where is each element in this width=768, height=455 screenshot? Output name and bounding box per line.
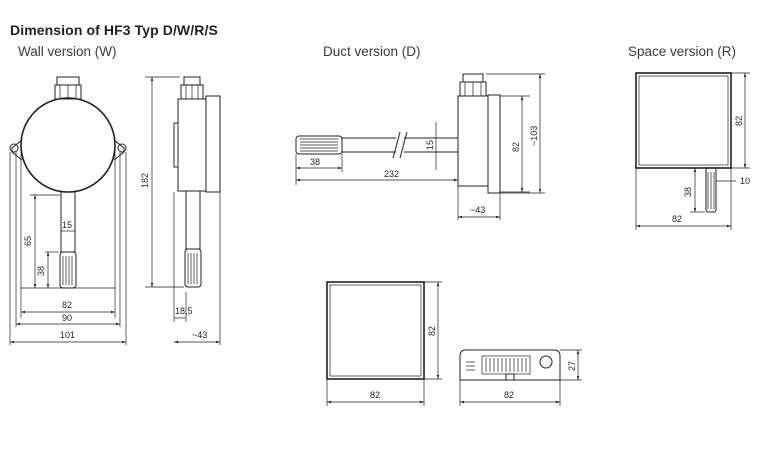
dim-wall-82: 82 — [62, 300, 72, 310]
surface-side-view: 27 82 — [459, 349, 582, 406]
dim-duct-103: ~103 — [529, 126, 539, 146]
dim-space-38: 38 — [683, 187, 693, 197]
space-version-label: Space version (R) — [628, 44, 737, 59]
dim-wall-18-5: 18,5 — [175, 306, 193, 316]
dim-duct-38: 38 — [310, 157, 320, 167]
dim-wall-182: 182 — [140, 173, 150, 188]
dim-wall-38: 38 — [36, 266, 46, 276]
duct-version-label: Duct version (D) — [323, 44, 421, 59]
dim-duct-82: 82 — [511, 142, 521, 152]
dim-wall-43: ~43 — [192, 330, 207, 340]
dim-surface-side-82: 82 — [504, 390, 514, 400]
wall-front-view: 15 65 38 82 90 101 — [9, 76, 127, 345]
surface-front-view: 82 82 — [326, 281, 442, 406]
wall-side-view: 182 18,5 ~43 — [140, 76, 221, 345]
dim-surface-27: 27 — [567, 361, 577, 371]
page-title: Dimension of HF3 Typ D/W/R/S — [10, 22, 218, 38]
dim-wall-101: 101 — [60, 330, 75, 340]
dim-space-82-width: 82 — [672, 214, 682, 224]
dim-wall-65: 65 — [23, 236, 33, 246]
dim-surface-82-height: 82 — [427, 326, 437, 336]
dim-duct-15: 15 — [425, 140, 435, 150]
dim-wall-90: 90 — [62, 313, 72, 323]
dim-surface-82-width: 82 — [370, 390, 380, 400]
wall-version-label: Wall version (W) — [18, 44, 117, 59]
dim-space-10: 10 — [740, 176, 750, 186]
dim-space-82-height: 82 — [734, 116, 744, 126]
dim-duct-232: 232 — [384, 169, 399, 179]
dim-duct-43: ~43 — [470, 205, 485, 215]
space-view: 82 38 10 82 — [635, 72, 750, 230]
duct-view: 15 38 232 82 ~103 ~43 — [295, 73, 545, 220]
dim-wall-15: 15 — [62, 220, 72, 230]
